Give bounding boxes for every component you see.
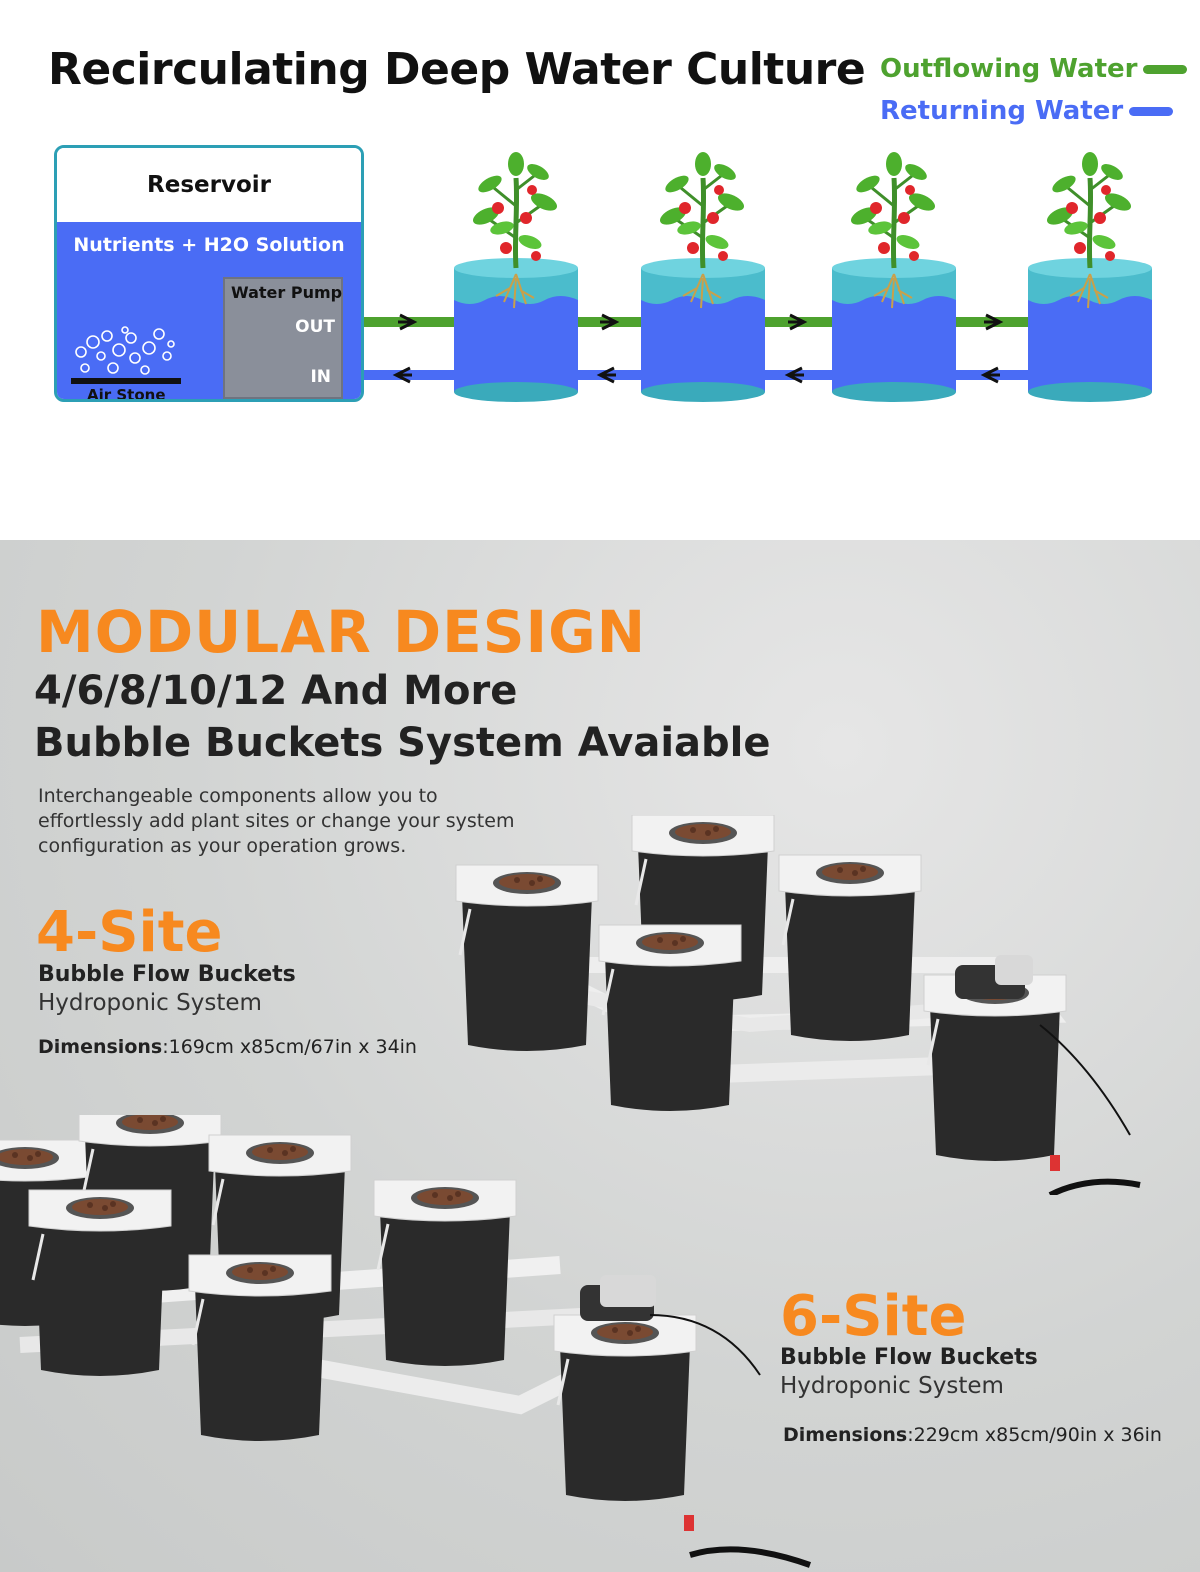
four-site-dimensions: Dimensions:169cm x85cm/67in x 34in [38,1036,417,1058]
modular-subtitle-line1: 4/6/8/10/12 And More [34,668,518,714]
plant-bucket-1 [454,152,578,402]
bubbles-icon [75,326,175,375]
diagram-title: Recirculating Deep Water Culture [48,44,866,95]
legend-returning-line [1129,106,1174,116]
pump-in-label: IN [310,367,331,387]
modular-description: Interchangeable components allow you to … [38,785,515,857]
reservoir-water: Nutrients + H2O Solution Water Pump OUT … [57,222,361,399]
four-site-system-photo [454,815,1141,1195]
water-pump: Water Pump OUT IN [223,277,343,399]
solution-label: Nutrients + H2O Solution [73,234,345,256]
modular-title: MODULAR DESIGN [36,598,647,666]
plant-bucket-3 [832,152,956,402]
dwc-diagram-section: Recirculating Deep Water Culture Outflow… [0,0,1200,540]
six-site-size: 6-Site [780,1284,967,1349]
modular-subtitle-line2: Bubble Buckets System Avaiable [34,720,771,766]
plant-bucket-4 [1028,152,1152,402]
legend-returning: Returning Water [880,96,1174,126]
air-pump-icon [955,955,1033,999]
four-site-type: Hydroponic System [38,990,262,1016]
flow-diagram [340,0,1152,402]
six-site-system-photo [0,1115,812,1568]
legend-outflowing-label: Outflowing Water [880,54,1138,84]
air-stone-label: Air Stone [87,386,166,402]
modular-design-section: MODULAR DESIGN 4/6/8/10/12 And More Bubb… [0,540,1200,1572]
six-site-name: Bubble Flow Buckets [780,1345,1038,1370]
four-site-size: 4-Site [36,900,223,965]
legend-returning-label: Returning Water [880,96,1124,126]
six-site-type: Hydroponic System [780,1373,1004,1399]
four-site-name: Bubble Flow Buckets [38,962,296,987]
pump-out-label: OUT [295,317,335,337]
legend-outflowing: Outflowing Water [880,54,1188,84]
air-pump-icon [580,1275,656,1321]
legend-outflowing-line [1143,64,1188,74]
six-site-dimensions: Dimensions:229cm x85cm/90in x 36in [783,1424,1162,1446]
reservoir-title: Reservoir [57,148,361,222]
air-stone [71,378,181,384]
water-pump-label: Water Pump [231,283,343,302]
plant-bucket-2 [641,152,765,402]
reservoir: Reservoir Nutrients + H2O Solution Water… [54,145,364,402]
